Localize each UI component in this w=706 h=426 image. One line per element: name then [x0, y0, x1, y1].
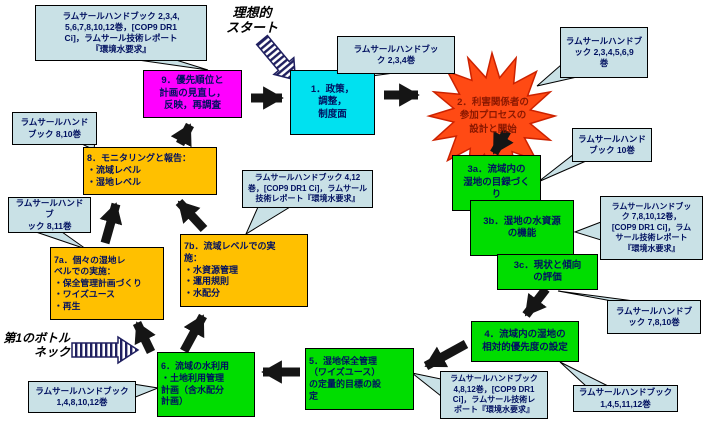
ideal-start-arrow-icon	[255, 34, 297, 81]
step-7a-box: 7a．個々の湿地レ ベルでの実施： ・保全管理計画づくり ・ワイズユース ・再生	[50, 247, 164, 320]
callout-tail	[559, 361, 609, 387]
step-5-box: 5．湿地保全管理 （ワイズユース） の定量的目標の設 定	[305, 348, 414, 410]
step-7b-box: 7b．流域レベルでの実 施： ・水資源管理 ・運用規則 ・水配分	[180, 234, 308, 307]
callout-tail	[573, 221, 602, 241]
step-2-starburst-label: 2．利害関係者の 参加プロセスの 設計と開始	[457, 97, 529, 135]
step-3b-box: 3b．湿地の水資源 の機能	[470, 200, 574, 256]
arrow-8-to-9	[170, 122, 194, 148]
handbook-callout-step4: ラムサールハンドブック 1,4,5,11,12巻	[573, 385, 678, 412]
step-3c-box: 3c．現状と傾向 の評価	[497, 254, 598, 290]
step-9-box: 9．優先順位と 計画の見直し， 反映，再調査	[143, 70, 242, 118]
handbook-callout-step6: ラムサールハンドブック 1,4,8,10,12巻	[28, 381, 136, 413]
handbook-callout-step3a: ラムサールハンド ブック 10巻	[572, 128, 652, 162]
step-6-box: 6．流域の水利用 ・土地利用管理 計画（含水配分 計画）	[157, 352, 255, 417]
arrow-4-to-5	[423, 340, 469, 370]
handbook-callout-step7a: ラムサールハンドブ ック 8,11巻	[8, 197, 91, 233]
bottleneck-arrow-icon	[71, 335, 140, 365]
bottleneck-label: 第1のボトル ネック	[3, 331, 70, 359]
arrow-3c-to-4	[522, 286, 550, 318]
step-1-box: 1．政策， 調整， 制度面	[290, 70, 375, 135]
handbook-callout-step2: ラムサールハンドブ ック 2,3,4,5,6,9 巻	[560, 27, 648, 78]
handbook-callout-step1: ラムサールハンドブッ ク 2,3,4巻	[337, 36, 455, 74]
step-4-box: 4．流域内の湿地の 相対的優先度の設定	[471, 321, 579, 362]
callout-tail	[244, 206, 292, 236]
arrow-2-to-3a	[490, 128, 514, 156]
step-8-box: 8．モニタリングと報告： ・流域レベル ・湿地レベル	[83, 147, 217, 195]
handbook-callout-step3c: ラムサールハンドブ ック 7,8,10巻	[607, 300, 701, 334]
callout-tail	[132, 383, 160, 399]
arrow-6-to-7a	[132, 321, 156, 354]
arrow-6-to-7b	[180, 313, 207, 354]
handbook-callout-step9: ラムサールハンドブック 2,3,4, 5,6,7,8,10,12巻，[COP9 …	[35, 5, 207, 61]
handbook-callout-step3b: ラムサールハンドブッ ク 7,8,10,12巻， [COP9 DR1 Ci]，ラ…	[600, 196, 703, 260]
callout-tail	[137, 59, 209, 71]
callout-tail	[411, 372, 442, 398]
arrow-7a-to-8	[99, 202, 123, 245]
handbook-callout-step8: ラムサールハンド ブック 8,10巻	[12, 112, 97, 145]
arrow-7b-to-8	[175, 198, 208, 233]
ideal-start-label: 理想的 スタート	[225, 5, 278, 35]
handbook-callout-step7b: ラムサールハンドブック 4,12 巻，[COP9 DR1 Ci]，ラムサール 技…	[242, 170, 373, 208]
handbook-callout-step5: ラムサールハンドブック 4,8,12巻，[COP9 DR1 Ci]，ラムサール技…	[440, 371, 548, 419]
